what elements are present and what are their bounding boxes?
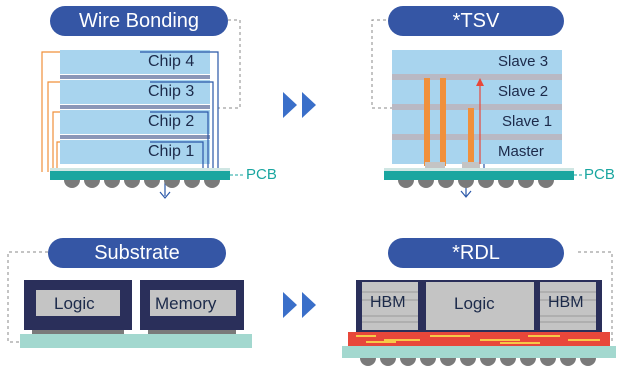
- tsv-title: *TSV: [388, 6, 564, 36]
- rdl-traces: [356, 335, 600, 344]
- pcb-board: [384, 170, 574, 180]
- bond-wires-right: [140, 51, 219, 199]
- dashed-connector: [218, 19, 241, 109]
- master-label: Master: [498, 143, 544, 160]
- bond-layer: [392, 104, 562, 110]
- pcb-top: [50, 168, 230, 171]
- chip-1-label: Chip 1: [148, 143, 195, 160]
- micro-bump: [462, 162, 480, 168]
- die-attach: [60, 105, 210, 109]
- bond-wires-left: [41, 51, 60, 172]
- wire-bonding-title: Wire Bonding: [50, 6, 228, 36]
- chip-4-label: Chip 4: [148, 53, 195, 70]
- hbm-stack-lines: [362, 291, 596, 323]
- rdl-title: *RDL: [388, 238, 564, 268]
- die-slave-1: [392, 110, 562, 134]
- dashed-connector: [7, 251, 48, 343]
- slave-1-label: Slave 1: [502, 113, 553, 130]
- chip-2: [60, 110, 210, 134]
- substrate-board: [342, 346, 616, 358]
- wire-bonding-panel: [41, 19, 244, 199]
- signal-arrowhead: [476, 78, 484, 86]
- memory-core: [150, 290, 236, 316]
- hbm-left-label: HBM: [370, 294, 406, 311]
- arrow-bottom: [283, 292, 316, 318]
- signal-arrowhead: [460, 190, 472, 198]
- micro-bumps: [32, 330, 236, 334]
- chip-3-label: Chip 3: [148, 83, 195, 100]
- die-slave-3: [392, 50, 562, 74]
- die-attach: [60, 135, 210, 139]
- memory-label: Memory: [155, 294, 217, 313]
- solder-balls: [64, 180, 220, 188]
- pcb-label-tsv: PCB: [584, 166, 615, 183]
- chip-1: [60, 140, 210, 164]
- chip-3: [60, 80, 210, 104]
- solder-balls: [360, 358, 596, 366]
- substrate-title: Substrate: [48, 238, 226, 268]
- die-attach: [60, 75, 210, 79]
- micro-bump: [425, 162, 445, 168]
- chip-2-label: Chip 2: [148, 113, 195, 130]
- rdl-logic-label: Logic: [454, 294, 495, 313]
- substrate-panel: [7, 251, 252, 348]
- logic-core: [36, 290, 120, 316]
- pcb-label: PCB: [246, 166, 277, 183]
- slave-2-label: Slave 2: [498, 83, 549, 100]
- hbm-right-label: HBM: [548, 294, 584, 311]
- solder-balls: [398, 180, 554, 188]
- bond-layer: [392, 74, 562, 80]
- chip-4: [60, 50, 210, 74]
- pcb-top: [384, 168, 574, 171]
- arrow-top: [283, 92, 316, 118]
- tsv-panel: [371, 19, 582, 198]
- rdl-panel: [342, 251, 616, 366]
- bond-layer: [392, 134, 562, 140]
- dashed-connector: [371, 19, 392, 109]
- pcb-board: [50, 170, 230, 180]
- logic-label: Logic: [54, 294, 95, 313]
- slave-3-label: Slave 3: [498, 53, 549, 70]
- tsv-vias: [424, 78, 474, 166]
- die-master: [392, 140, 562, 164]
- substrate-board: [20, 334, 252, 348]
- logic-die: [426, 282, 534, 330]
